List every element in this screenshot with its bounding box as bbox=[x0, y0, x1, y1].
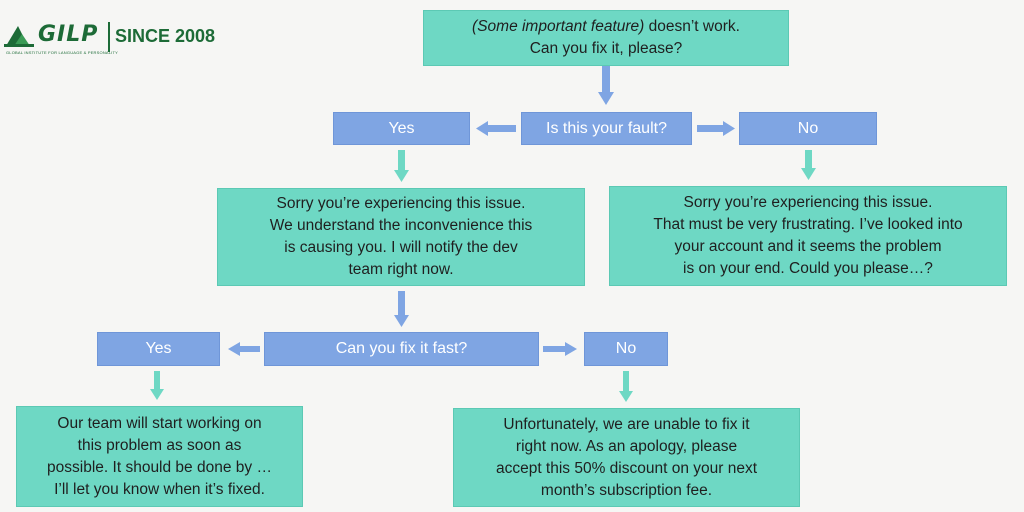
fault-yes-box: Yes bbox=[333, 112, 470, 145]
apology-notify-dev-box: Sorry you’re experiencing this issue. We… bbox=[217, 188, 585, 286]
arrow-yes-to-sorry bbox=[394, 150, 409, 182]
discount-offer-text: Unfortunately, we are unable to fix it r… bbox=[495, 415, 758, 499]
feature-placeholder-text: (Some important feature) bbox=[472, 18, 645, 35]
arrow-fast-to-no bbox=[543, 342, 577, 356]
logo-tagline: GLOBAL INSTITUTE FOR LANGUAGE & PERSONAL… bbox=[6, 50, 119, 55]
team-working-text: Our team will start working on this prob… bbox=[47, 414, 272, 498]
question-line2-text: Can you fix it, please? bbox=[529, 40, 683, 57]
fast-no-box: No bbox=[584, 332, 668, 366]
discount-offer-box: Unfortunately, we are unable to fix it r… bbox=[453, 408, 800, 507]
arrow-question-to-fault bbox=[598, 66, 614, 105]
arrow-fault-to-yes bbox=[476, 121, 516, 136]
logo-since: SINCE 2008 bbox=[115, 26, 216, 46]
arrow-no-to-sorry bbox=[801, 150, 816, 180]
fault-decision-label: Is this your fault? bbox=[546, 119, 667, 137]
logo-divider bbox=[108, 22, 110, 52]
arrow-fault-to-no bbox=[697, 121, 735, 136]
fault-decision-box: Is this your fault? bbox=[521, 112, 692, 145]
apology-user-end-text: Sorry you’re experiencing this issue. Th… bbox=[653, 194, 963, 277]
logo-name: GILP bbox=[38, 22, 99, 47]
question-rest-text: doesn’t work. bbox=[644, 18, 740, 35]
apology-user-end-box: Sorry you’re experiencing this issue. Th… bbox=[609, 186, 1007, 286]
fault-no-box: No bbox=[739, 112, 877, 145]
customer-question-box: (Some important feature) doesn’t work. Ca… bbox=[423, 10, 789, 66]
fast-fix-decision-box: Can you fix it fast? bbox=[264, 332, 539, 366]
apology-notify-dev-text: Sorry you’re experiencing this issue. We… bbox=[269, 195, 533, 278]
brand-logo: GILP GLOBAL INSTITUTE FOR LANGUAGE & PER… bbox=[4, 22, 226, 58]
arrow-yes-to-team bbox=[150, 371, 164, 400]
customer-question-text: (Some important feature) doesn’t work. Ca… bbox=[472, 16, 740, 60]
arrow-no-to-unfortunately bbox=[619, 371, 633, 402]
fast-yes-box: Yes bbox=[97, 332, 220, 366]
mountain-logo-icon bbox=[4, 26, 34, 47]
arrow-sorry-to-fast bbox=[394, 291, 409, 327]
fast-fix-decision-label: Can you fix it fast? bbox=[335, 340, 468, 357]
fast-yes-label: Yes bbox=[145, 340, 172, 357]
fault-no-label: No bbox=[797, 119, 819, 137]
fast-no-label: No bbox=[615, 340, 637, 357]
team-working-box: Our team will start working on this prob… bbox=[16, 406, 303, 507]
fault-yes-label: Yes bbox=[388, 119, 415, 137]
arrow-fast-to-yes bbox=[228, 342, 260, 356]
